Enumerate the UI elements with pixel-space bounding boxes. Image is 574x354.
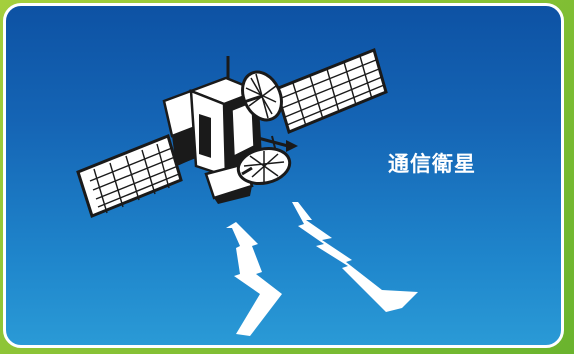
- right-solar-panel-icon: [263, 47, 388, 135]
- caption-label: 通信衛星: [388, 152, 476, 176]
- left-signal-bolt-icon: [226, 222, 282, 336]
- satellite-scene: [76, 47, 418, 336]
- right-signal-bolt-icon: [292, 202, 418, 312]
- illustration-card: 通信衛星: [3, 3, 564, 348]
- upper-dish-antenna-icon: [241, 70, 283, 122]
- lower-dish-antenna-icon: [236, 147, 292, 185]
